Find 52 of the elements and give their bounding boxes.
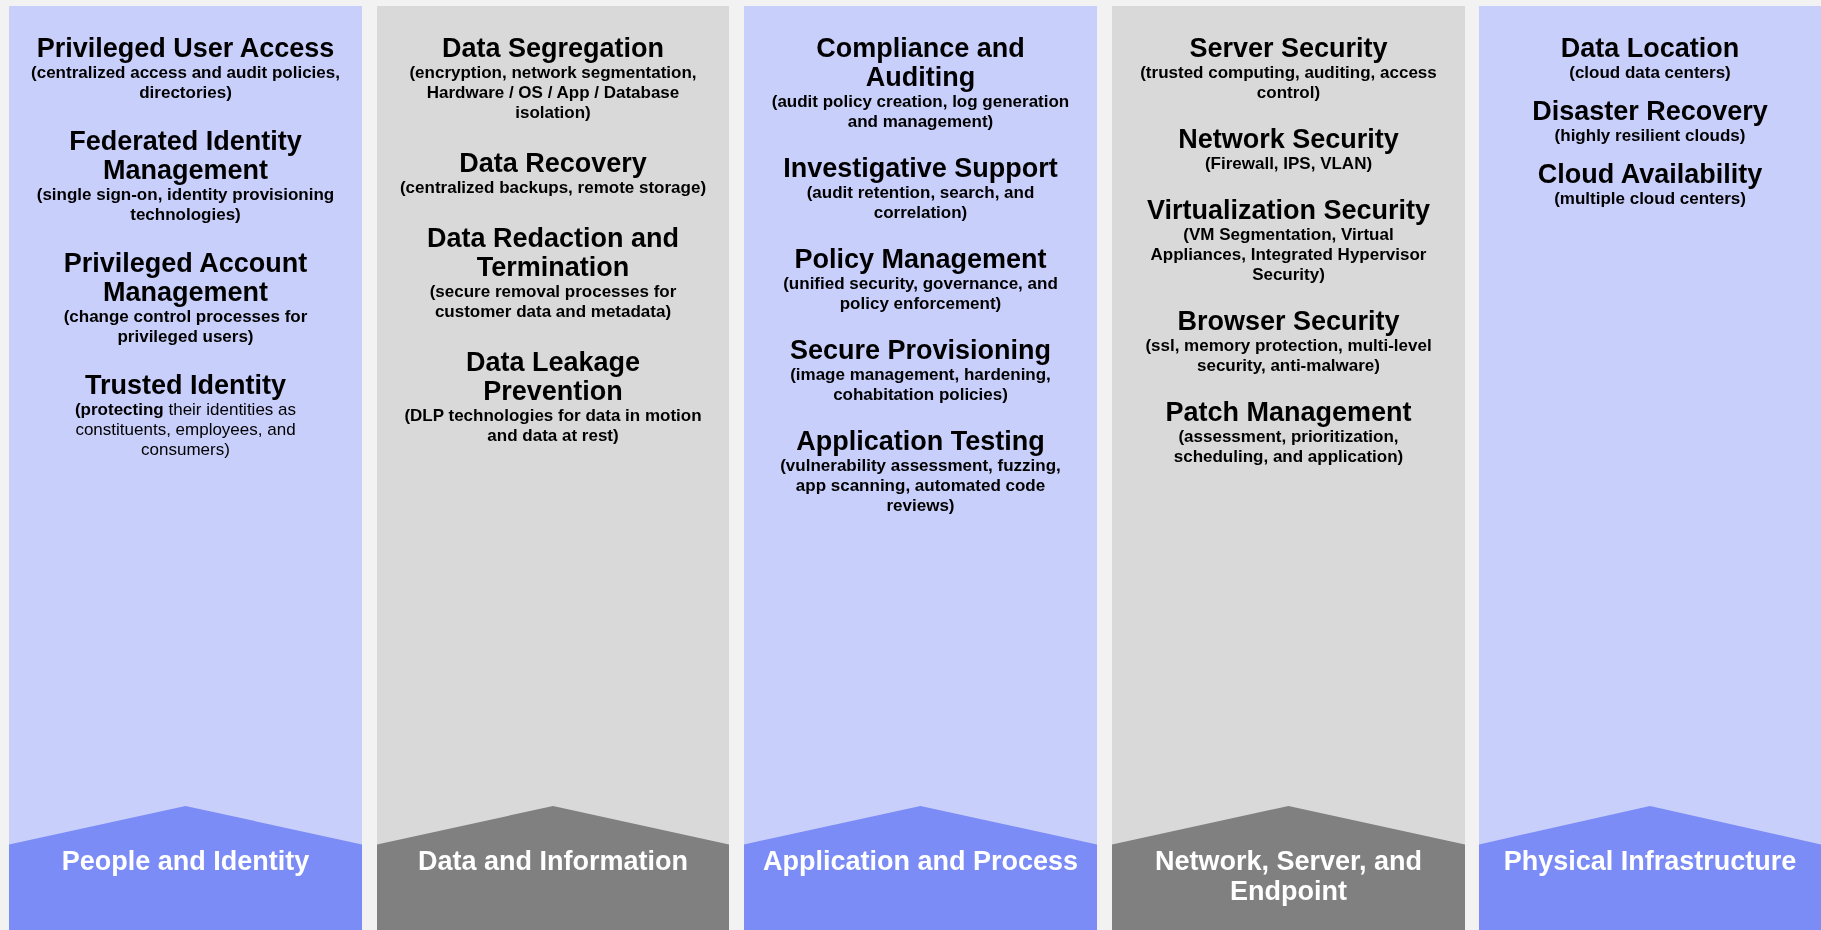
capability-description: (assessment, prioritization, scheduling, and application) bbox=[1172, 427, 1405, 467]
capability-heading: Investigative Support bbox=[782, 154, 1059, 183]
capability-heading: Data Redaction and Termination bbox=[425, 224, 680, 282]
capability-description: (encryption, network segmentation, Hardware / OS / App / Database isolation) bbox=[408, 63, 698, 123]
capability-heading: Policy Management bbox=[793, 245, 1048, 274]
capability-heading: Data Segregation bbox=[440, 34, 666, 63]
capability-description: (Firewall, IPS, VLAN) bbox=[1203, 154, 1374, 174]
capability-description: (secure removal processes for customer data and metadata) bbox=[428, 282, 678, 322]
capability-heading: Application Testing bbox=[795, 427, 1046, 456]
capability-description: (trusted computing, auditing, access control) bbox=[1139, 63, 1438, 103]
capability-description: (highly resilient clouds) bbox=[1553, 126, 1747, 146]
capability-heading: Server Security bbox=[1188, 34, 1389, 63]
capability-heading: Federated Identity Management bbox=[68, 127, 303, 185]
column-panel bbox=[1112, 6, 1465, 930]
capability-description: (centralized access and audit policies, directories) bbox=[31, 63, 340, 103]
column-title: Physical Infrastructure bbox=[1502, 846, 1798, 876]
capability-heading: Browser Security bbox=[1176, 307, 1401, 336]
capability-heading: Secure Provisioning bbox=[788, 336, 1053, 365]
capability-heading: Disaster Recovery bbox=[1531, 97, 1769, 126]
capability-description: (VM Segmentation, Virtual Appliances, Integrated Hypervisor Security) bbox=[1149, 225, 1428, 285]
column-panel bbox=[9, 6, 362, 930]
capability-heading: Virtualization Security bbox=[1145, 196, 1432, 225]
capability-description: (protecting their identities as constituents, employees, and consumers) bbox=[73, 400, 298, 460]
capability-description: (audit retention, search, and correlation) bbox=[805, 183, 1036, 223]
column-title: Data and Information bbox=[417, 846, 689, 876]
column-title: Application and Process bbox=[761, 846, 1080, 876]
capability-description: (multiple cloud centers) bbox=[1553, 189, 1747, 209]
capability-description: (change control processes for privileged users) bbox=[62, 307, 309, 347]
capability-description: (vulnerability assessment, fuzzing, app scanning, automated code reviews) bbox=[779, 456, 1062, 516]
capability-heading: Compliance and Auditing bbox=[815, 34, 1026, 92]
capability-heading: Trusted Identity bbox=[84, 371, 287, 400]
column-panel bbox=[744, 6, 1097, 930]
capability-description: (cloud data centers) bbox=[1568, 63, 1732, 83]
capability-description: (single sign-on, identity provisioning technologies) bbox=[35, 185, 336, 225]
capability-description: (centralized backups, remote storage) bbox=[399, 178, 707, 198]
capability-heading: Patch Management bbox=[1164, 398, 1413, 427]
capability-heading: Cloud Availability bbox=[1536, 160, 1764, 189]
column-panel bbox=[1479, 6, 1821, 930]
column-title: Network, Server, and Endpoint bbox=[1153, 846, 1424, 906]
column-panel bbox=[377, 6, 729, 930]
capability-heading: Data Leakage Prevention bbox=[464, 348, 642, 406]
capability-heading: Privileged Account Management bbox=[62, 249, 309, 307]
column-title: People and Identity bbox=[60, 846, 311, 876]
capability-description: (audit policy creation, log generation and management) bbox=[770, 92, 1071, 132]
capability-heading: Network Security bbox=[1177, 125, 1400, 154]
capability-heading: Privileged User Access bbox=[35, 34, 336, 63]
capability-heading: Data Location bbox=[1559, 34, 1741, 63]
capability-heading: Data Recovery bbox=[458, 149, 648, 178]
capability-description: (ssl, memory protection, multi-level security, anti-malware) bbox=[1144, 336, 1433, 376]
capability-description: (DLP technologies for data in motion and data at rest) bbox=[403, 406, 703, 446]
capability-description: (unified security, governance, and policy enforcement) bbox=[782, 274, 1059, 314]
capability-description: (image management, hardening, cohabitation policies) bbox=[789, 365, 1052, 405]
